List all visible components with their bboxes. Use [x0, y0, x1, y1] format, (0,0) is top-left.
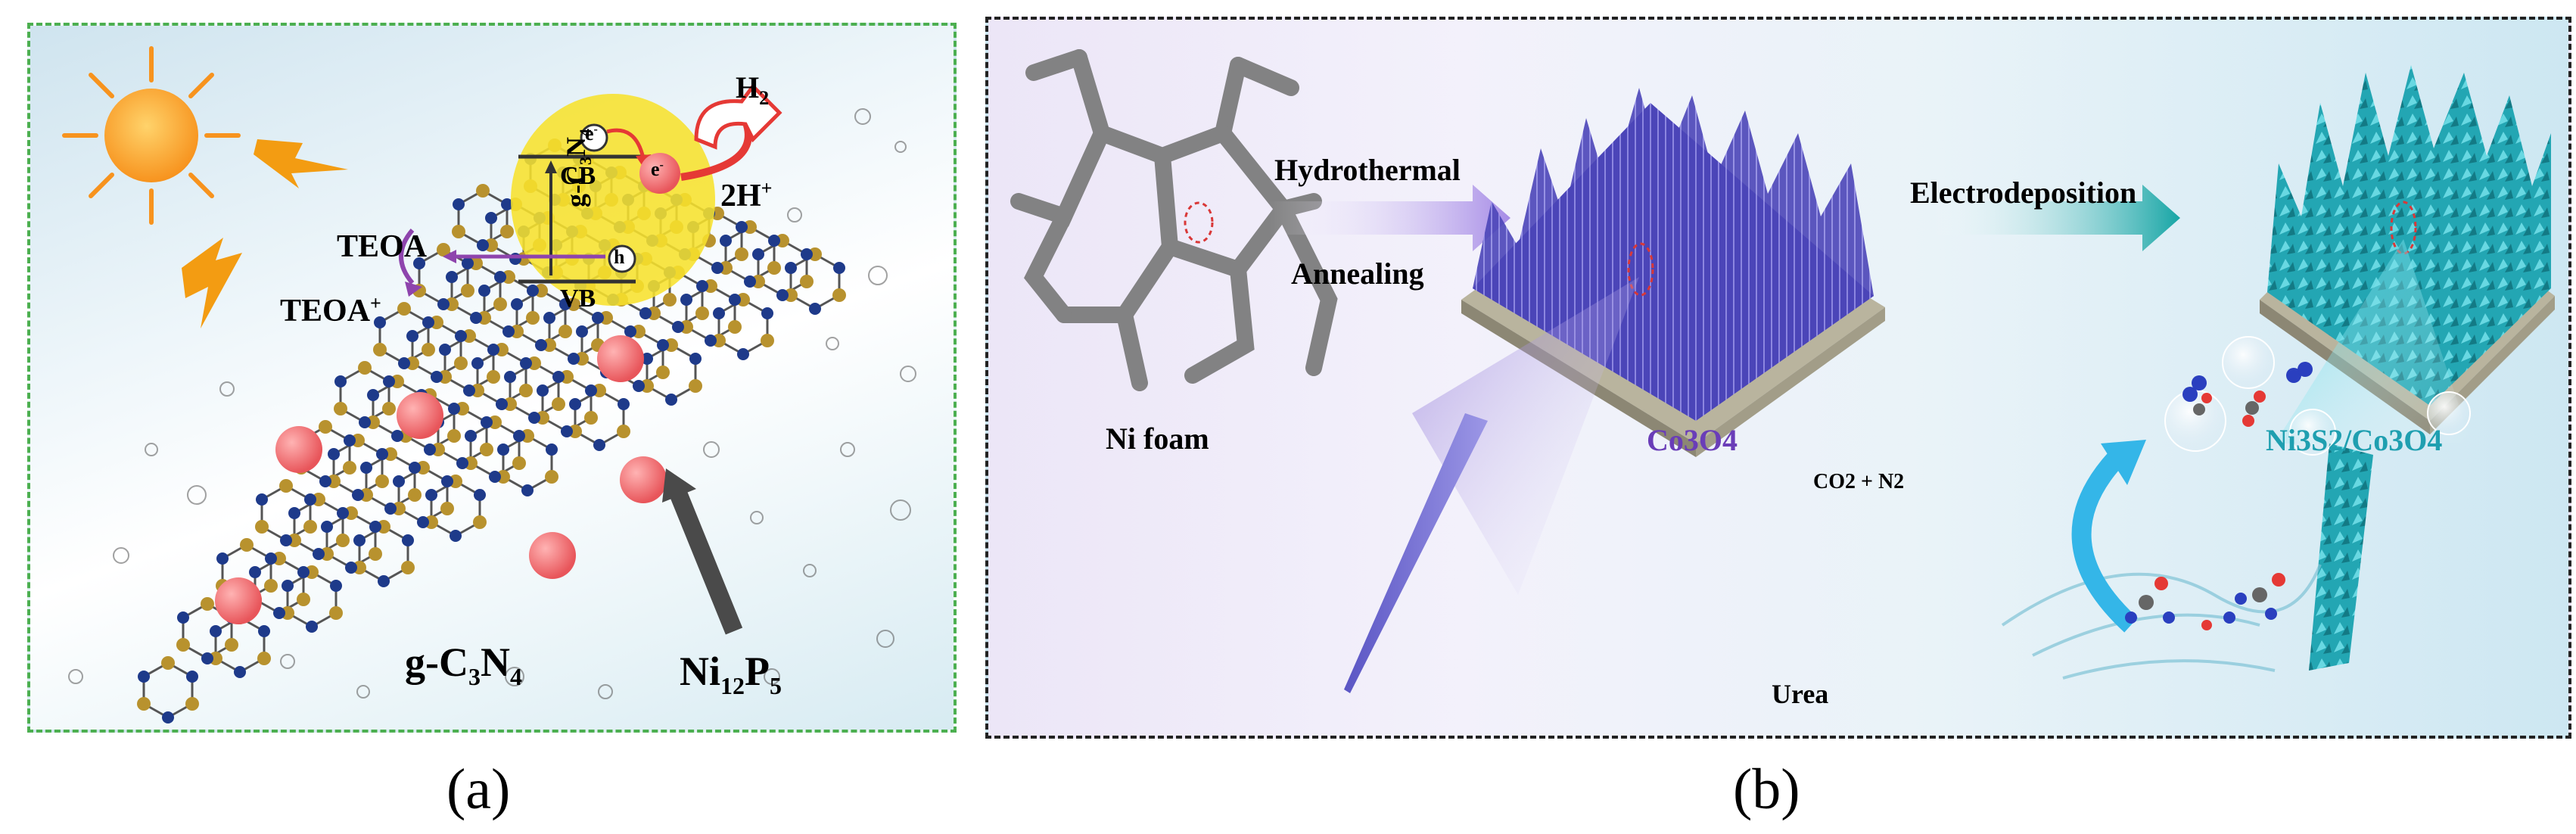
electron-transfer-arrow: [606, 128, 646, 159]
droplets: [68, 108, 916, 699]
teoa-oxidation-arrow: [399, 229, 415, 285]
cb-label: CB: [560, 162, 596, 190]
ni12p5-nanoparticle: [215, 577, 262, 624]
ni12p5-pointer-arrow: [668, 487, 743, 635]
vb-label: VB: [560, 285, 596, 313]
electrodeposition-label: Electrodeposition: [1910, 176, 2137, 210]
co3o4-zoom-beam: [1412, 277, 1639, 595]
co2-n2-label: CO2 + N2: [1813, 470, 1905, 493]
gas-molecules: [2164, 336, 2471, 456]
electron-marker: [580, 123, 608, 152]
ni12p5-label: Ni12P5: [680, 649, 782, 699]
caption-a: (a): [446, 758, 511, 821]
panel-b-illustration: [1010, 49, 2555, 693]
electrodeposition-arrow: [1930, 185, 2180, 251]
proton-label: 2H+: [720, 177, 773, 213]
hydrothermal-label: Hydrothermal: [1274, 153, 1461, 187]
urea-oxidation-arrow: [2071, 452, 2138, 633]
ni-foam-label: Ni foam: [1106, 422, 1209, 456]
hole-marker: [608, 244, 636, 273]
urea-molecules: [2125, 573, 2285, 630]
np-cocatalyst-top: [639, 153, 680, 194]
electron-top-label: e-: [585, 123, 598, 145]
electron-right-label: e-: [651, 158, 664, 180]
ni12p5-nanoparticle: [529, 532, 576, 579]
urea-label: Urea: [1772, 679, 1829, 709]
g-c3n4-label: g-C3N4: [405, 640, 522, 690]
ni3s2-co3o4-label: Ni3S2/Co3O4: [2266, 423, 2443, 457]
co3o4-single-nanowire: [1344, 413, 1488, 693]
h2-label: H2: [736, 70, 770, 109]
ni12p5-nanoparticle: [620, 456, 667, 503]
ni3s2-zoom-beam: [2275, 239, 2472, 443]
hole-label: h: [614, 246, 625, 268]
annealing-label: Annealing: [1291, 257, 1424, 291]
band-material-label: g-C3N4: [561, 129, 596, 207]
co3o4-label: Co3O4: [1647, 423, 1738, 457]
band-region: [511, 94, 715, 306]
teoa-label: TEOA: [337, 229, 428, 264]
teoa-plus-label: TEOA+: [280, 292, 381, 328]
panel-a: H2 2H+ e- e- h CB VB g-C3N4 TEOA TEOA+ g…: [27, 23, 957, 733]
g-c3n4-lattice: [137, 138, 846, 724]
ni12p5-nanoparticle: [275, 426, 322, 473]
co3o4-highlight-ring: [1627, 242, 1654, 297]
panel-b: Hydrothermal Annealing Electrodeposition…: [985, 17, 2571, 739]
ni3s2-single-nanowire: [2309, 443, 2373, 671]
caption-b: (b): [1733, 758, 1800, 821]
lightning-icon: [182, 139, 348, 328]
ni12p5-nanoparticle: [597, 335, 644, 382]
ni12p5-nanoparticle: [397, 392, 443, 439]
foam-highlight-ring: [1184, 201, 1214, 244]
sun-icon: [62, 46, 241, 225]
panel-a-illustration: [62, 46, 916, 724]
ni3s2-highlight-ring: [2390, 201, 2417, 255]
hydrothermal-arrow: [1268, 185, 1510, 251]
